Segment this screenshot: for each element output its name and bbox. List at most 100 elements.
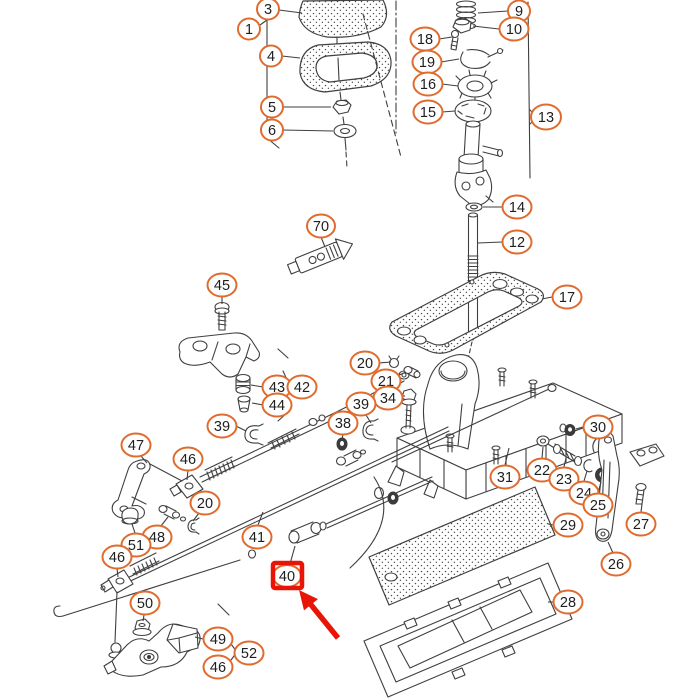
callout-number-46a: 46 <box>180 452 196 468</box>
callout-number-46c: 46 <box>210 660 226 676</box>
callout-number-44: 44 <box>269 398 285 414</box>
callout-ellipse-27 <box>625 511 657 537</box>
leader-line-24 <box>583 470 588 482</box>
callout-20a[interactable]: 20 <box>349 350 381 376</box>
callout-3[interactable]: 3 <box>256 0 280 21</box>
callout-16[interactable]: 16 <box>412 71 444 97</box>
callout-46a[interactable]: 46 <box>172 446 204 472</box>
callout-ellipse-15 <box>412 99 444 125</box>
callout-70[interactable]: 70 <box>306 213 336 239</box>
callout-46c[interactable]: 46 <box>202 654 234 680</box>
callout-number-38a: 38 <box>335 416 351 432</box>
leader-line-27 <box>640 503 643 513</box>
callout-ellipse-17 <box>551 284 583 310</box>
callout-17[interactable]: 17 <box>551 284 583 310</box>
callout-50[interactable]: 50 <box>129 590 161 616</box>
callout-ellipse-39a <box>345 391 377 417</box>
callout-42[interactable]: 42 <box>286 374 318 400</box>
part-relay-lever-47 <box>111 459 183 520</box>
callout-30[interactable]: 30 <box>582 414 614 440</box>
part-gasket-17 <box>389 271 544 354</box>
part-cable-barrel <box>335 449 367 467</box>
leader-line-43 <box>250 384 264 388</box>
callout-23[interactable]: 23 <box>548 466 580 492</box>
callout-15[interactable]: 15 <box>412 99 444 125</box>
callout-number-43: 43 <box>269 380 285 396</box>
callout-ellipse-25 <box>582 492 614 518</box>
callout-number-70: 70 <box>313 219 329 235</box>
callout-20b[interactable]: 20 <box>189 490 221 516</box>
part-boot <box>298 0 388 38</box>
callout-number-19: 19 <box>419 55 435 71</box>
callout-26[interactable]: 26 <box>600 551 632 577</box>
callout-46b[interactable]: 46 <box>101 544 133 570</box>
callout-28[interactable]: 28 <box>552 589 584 615</box>
callout-number-4: 4 <box>267 49 275 65</box>
callout-number-20a: 20 <box>357 356 373 372</box>
callout-5[interactable]: 5 <box>260 95 284 119</box>
callout-ellipse-30 <box>582 414 614 440</box>
leader-line-20a <box>378 361 392 364</box>
part-nut-50 <box>132 618 152 637</box>
callout-18[interactable]: 18 <box>409 26 441 52</box>
callout-52[interactable]: 52 <box>233 640 265 666</box>
callout-ellipse-70 <box>306 213 336 239</box>
callout-ellipse-46b <box>101 544 133 570</box>
callout-40[interactable]: 40 <box>272 564 302 588</box>
callout-ellipse-3 <box>256 0 280 21</box>
callout-ellipse-28 <box>552 589 584 615</box>
callout-25[interactable]: 25 <box>582 492 614 518</box>
callout-1[interactable]: 1 <box>237 17 261 41</box>
callout-38a[interactable]: 38 <box>327 410 359 436</box>
callout-12[interactable]: 12 <box>501 229 533 255</box>
callout-number-1: 1 <box>245 22 253 38</box>
highlight-box <box>270 560 305 591</box>
part-clip-20-left <box>187 517 200 535</box>
callout-41[interactable]: 41 <box>241 524 273 550</box>
callout-ellipse-44 <box>261 392 293 418</box>
callout-39a[interactable]: 39 <box>345 391 377 417</box>
callout-number-50: 50 <box>137 596 153 612</box>
leader-line-23 <box>563 457 567 468</box>
callout-29[interactable]: 29 <box>552 512 584 538</box>
callout-ellipse-20a <box>349 350 381 376</box>
part-ring-24 <box>583 459 593 473</box>
callout-10[interactable]: 10 <box>498 16 530 42</box>
callout-47[interactable]: 47 <box>120 432 152 458</box>
leader-line-48 <box>160 516 169 527</box>
callout-ellipse-49 <box>202 626 234 652</box>
callout-13[interactable]: 13 <box>530 103 562 131</box>
part-grommet-38-upper <box>336 437 348 451</box>
callout-34[interactable]: 34 <box>372 385 404 411</box>
callout-number-17: 17 <box>559 290 575 306</box>
callout-ellipse-26 <box>600 551 632 577</box>
leader-line-30 <box>575 426 584 430</box>
callout-number-9: 9 <box>515 4 523 20</box>
callout-4[interactable]: 4 <box>259 44 283 68</box>
callout-31[interactable]: 31 <box>489 464 521 490</box>
part-washer-6 <box>333 123 357 139</box>
callout-49[interactable]: 49 <box>202 626 234 652</box>
callout-ellipse-41 <box>241 524 273 550</box>
leader-lines <box>116 9 643 640</box>
callout-27[interactable]: 27 <box>625 511 657 537</box>
callout-45[interactable]: 45 <box>206 272 238 298</box>
part-bolt-27 <box>635 482 647 505</box>
callout-19[interactable]: 19 <box>411 49 443 75</box>
part-clip-39-left <box>244 423 264 446</box>
part-sleeve-23 <box>552 443 583 467</box>
callout-number-10: 10 <box>506 22 522 38</box>
callout-51[interactable]: 51 <box>120 532 152 558</box>
part-housing-studs <box>445 367 538 465</box>
callout-number-23: 23 <box>556 472 572 488</box>
part-lever-block <box>166 623 199 654</box>
callout-ellipse-42 <box>286 374 318 400</box>
part-foam-pad-29 <box>368 486 556 606</box>
part-bracket-plate <box>178 332 260 378</box>
callout-ellipse-23 <box>548 466 580 492</box>
part-washer-14 <box>465 202 483 212</box>
callout-6[interactable]: 6 <box>260 118 284 142</box>
callout-14[interactable]: 14 <box>501 194 533 220</box>
callout-44[interactable]: 44 <box>261 392 293 418</box>
callout-39b[interactable]: 39 <box>206 413 238 439</box>
